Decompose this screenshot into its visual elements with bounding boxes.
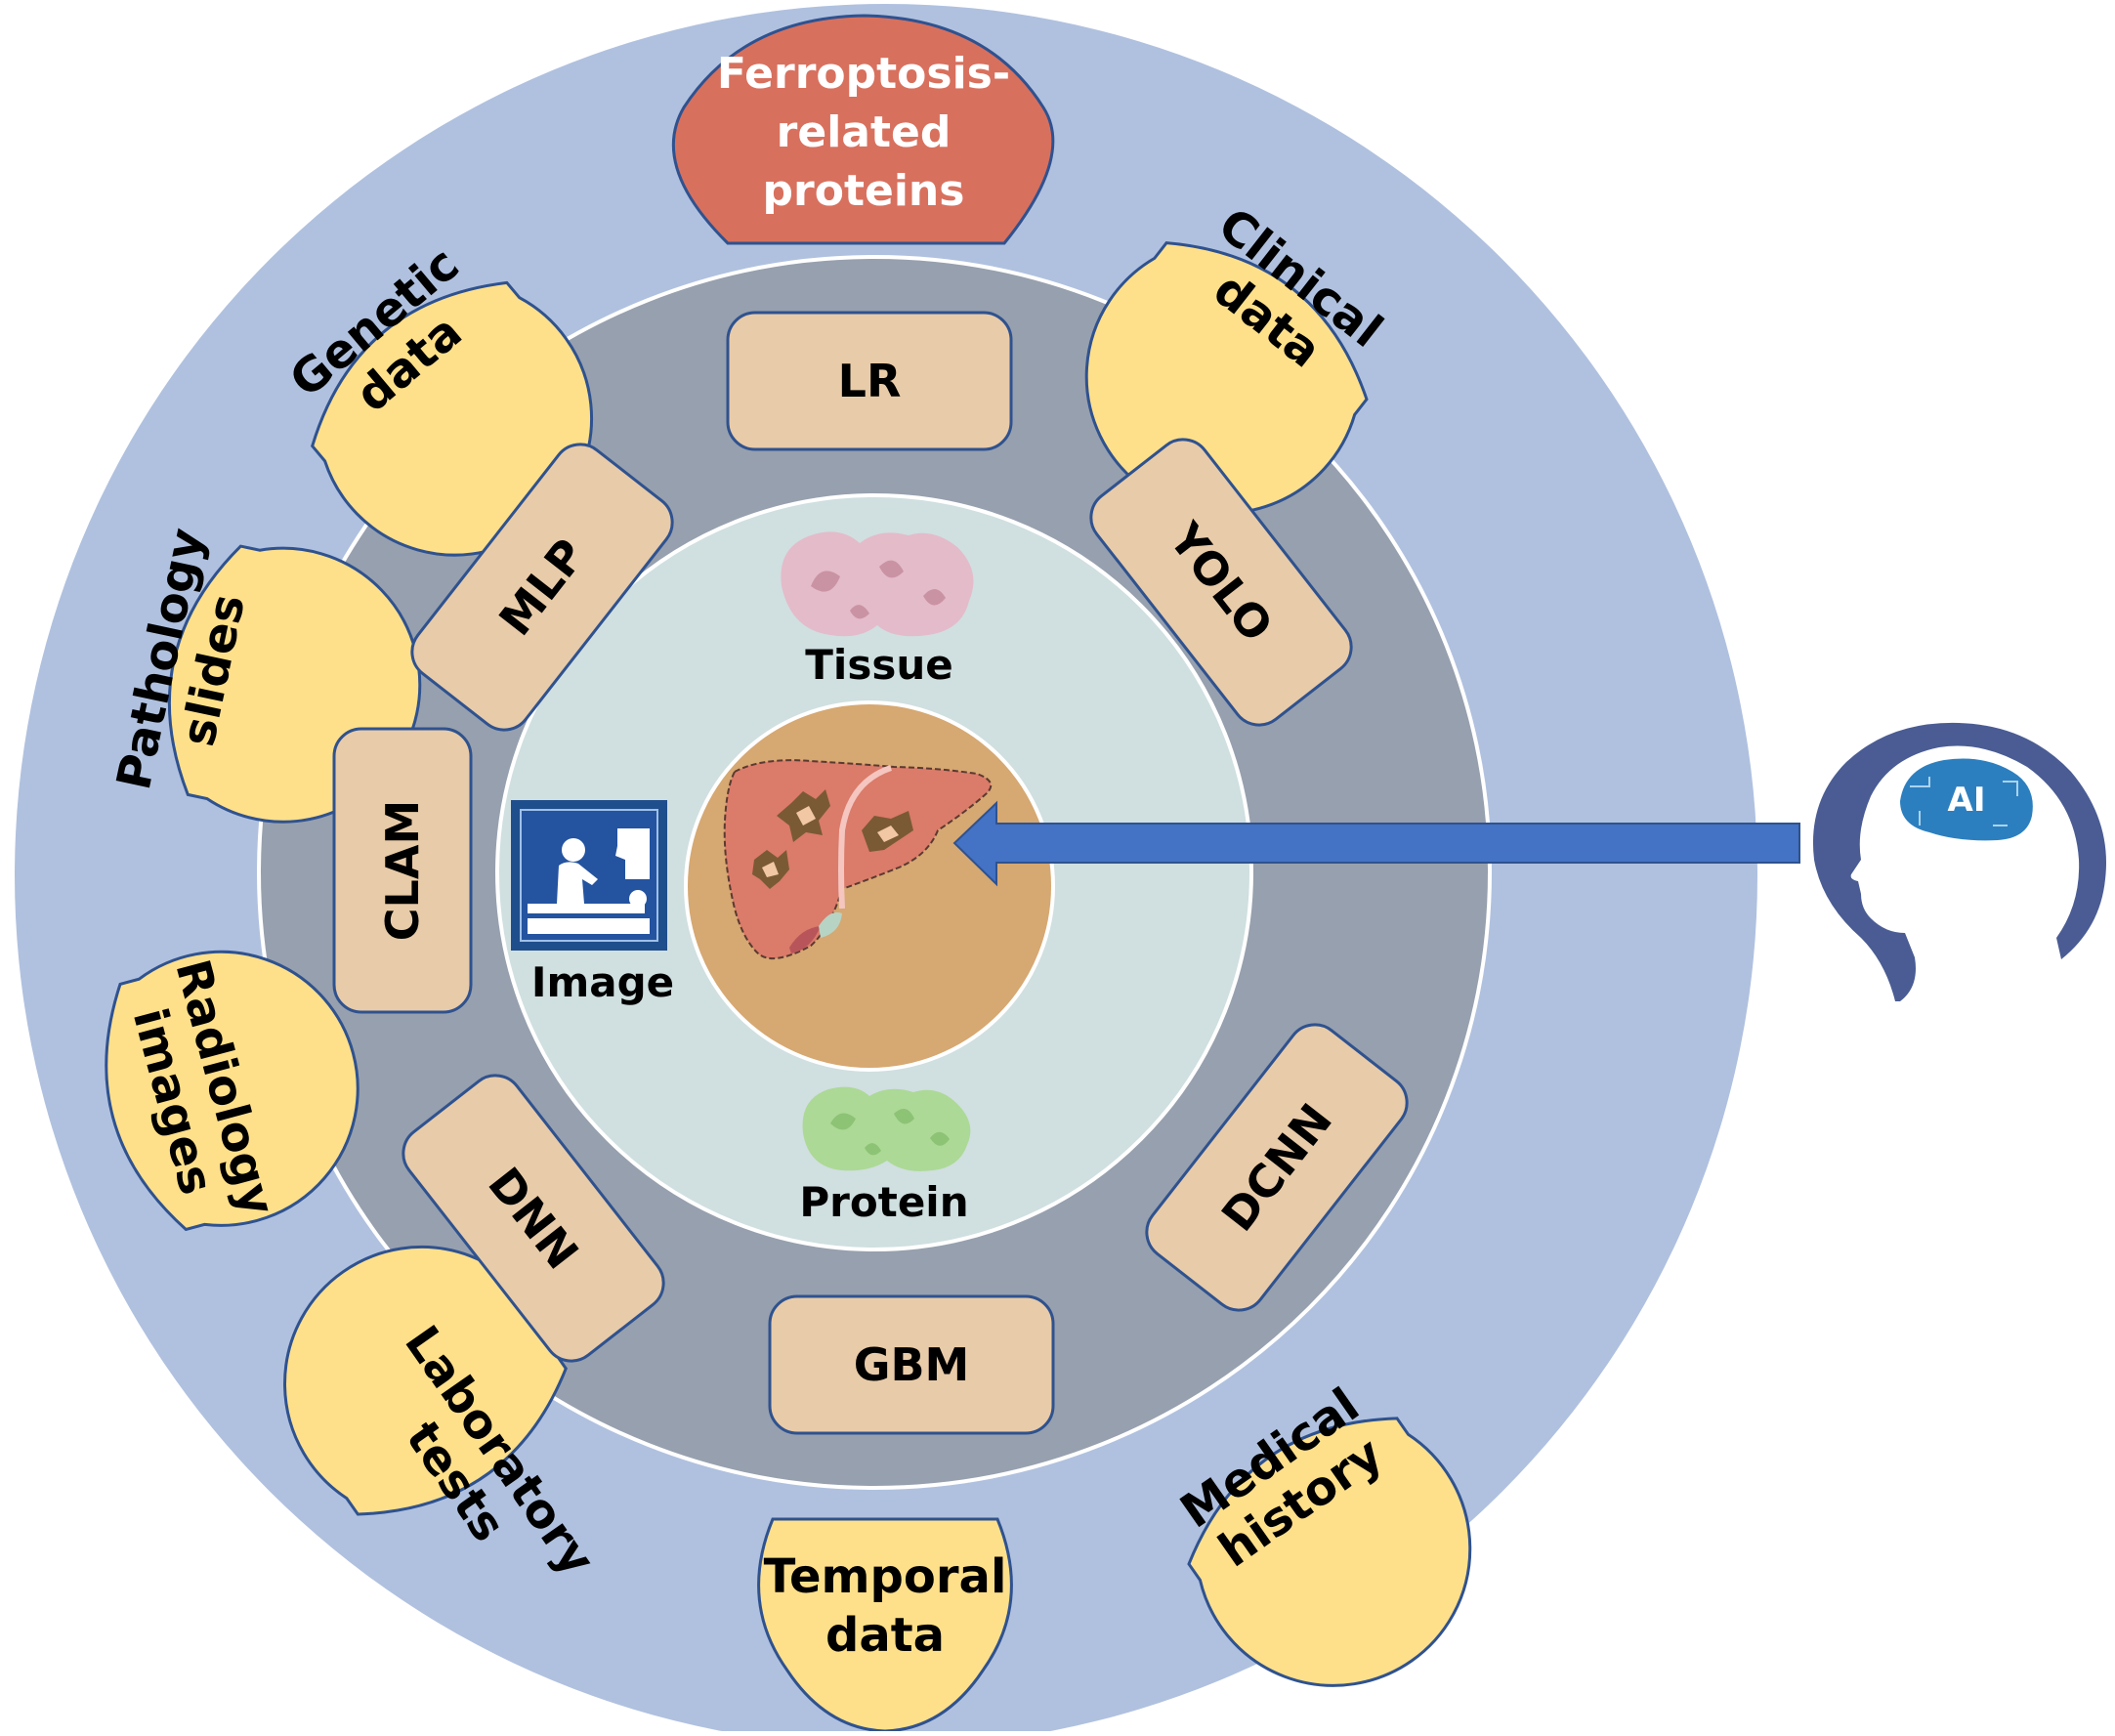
protein-label: Protein (799, 1178, 968, 1226)
model-box-clam: CLAM (332, 727, 473, 1014)
data-source-temporal: Temporal data (757, 1517, 1013, 1733)
ai-brain-head-icon: AI (1812, 722, 2106, 1001)
model-label-lr: LR (838, 355, 902, 407)
model-label-clam: CLAM (376, 800, 429, 941)
model-label-gbm: GBM (854, 1338, 970, 1391)
medical-imaging-icon (511, 800, 667, 951)
model-box-dcnn: DCNN (1145, 1023, 1409, 1312)
ferroptosis-line-2: related (777, 107, 952, 157)
tissue-label: Tissue (805, 641, 952, 689)
ferroptosis-line-1: Ferroptosis- (717, 49, 1010, 99)
model-box-mlp: MLP (410, 443, 674, 732)
model-box-lr: LR (726, 311, 1013, 451)
model-box-dnn: DNN (402, 1074, 665, 1363)
model-box-yolo: YOLO (1089, 438, 1353, 727)
image-label: Image (531, 958, 674, 1006)
ai-badge-text: AI (1948, 781, 1986, 820)
ferroptosis-line-3: proteins (763, 166, 965, 216)
data-source-radiology: Radiology images (105, 950, 360, 1232)
temporal-line-2: data (825, 1608, 945, 1663)
ferroptosis-proteins-source: Ferroptosis- related proteins (671, 14, 1055, 245)
protein-icon (802, 1086, 971, 1171)
temporal-line-1: Temporal (764, 1549, 1007, 1604)
tissue-icon (781, 531, 974, 637)
liver-with-tumors-icon (723, 759, 993, 960)
model-box-gbm: GBM (768, 1294, 1055, 1435)
ai-input-arrow (952, 800, 1800, 887)
